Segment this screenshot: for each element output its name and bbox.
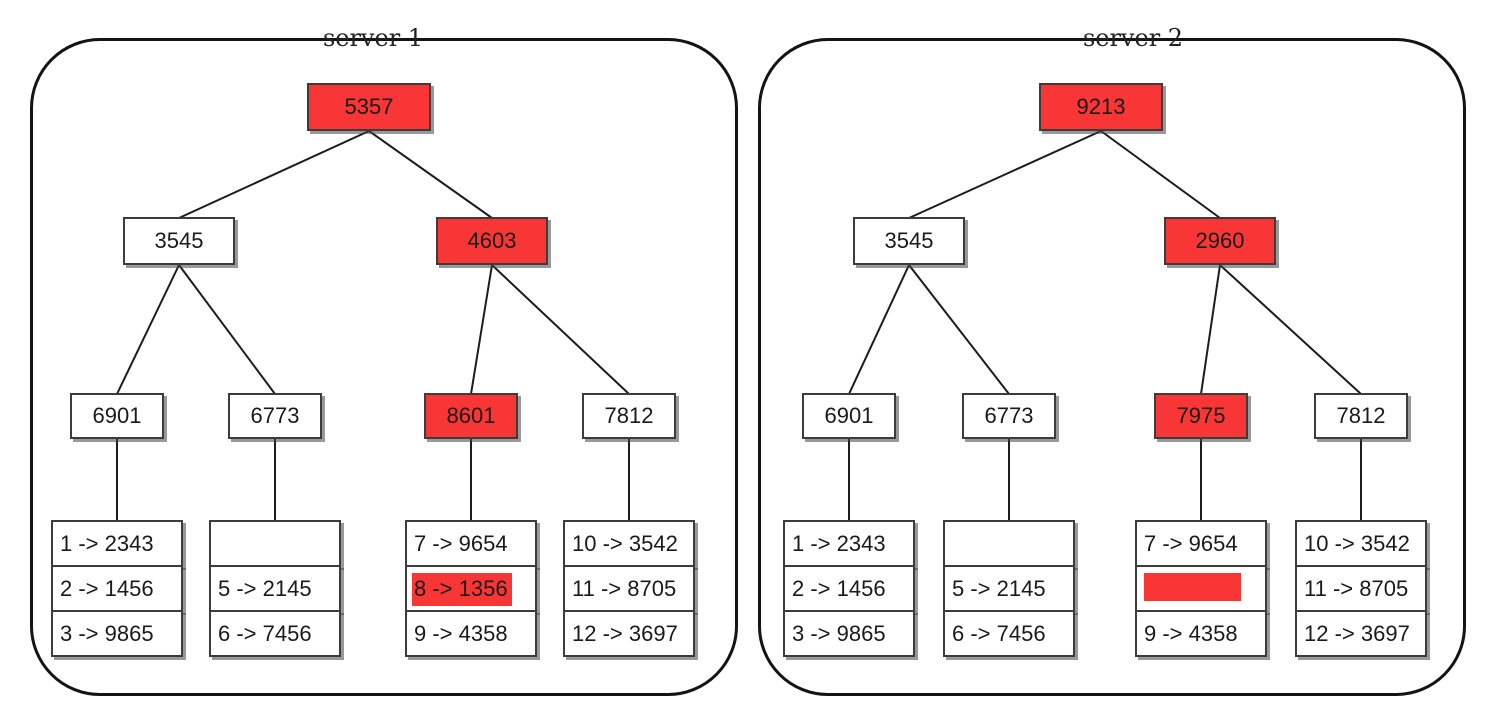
hash-table-4: 10 -> 3542 11 -> 8705 12 -> 3697	[563, 520, 695, 657]
table-cell: 12 -> 3697	[1304, 621, 1410, 647]
tree-node-l3-3: 8601	[424, 393, 518, 439]
table-cell: 6 -> 7456	[952, 621, 1046, 647]
table-row: 12 -> 3697	[563, 610, 695, 657]
table-row: 7 -> 9654	[405, 520, 537, 567]
table-cell: 6 -> 7456	[218, 621, 312, 647]
tree-node-l3-3: 7975	[1154, 393, 1248, 439]
table-cell: 11 -> 8705	[1304, 576, 1409, 602]
table-row: 2 -> 1456	[783, 565, 915, 612]
table-cell: 1 -> 2343	[60, 531, 154, 557]
tree-node-root: 9213	[1039, 83, 1163, 131]
hash-table-1: 1 -> 2343 2 -> 1456 3 -> 9865	[51, 520, 183, 657]
tree-node-l3-1: 6901	[802, 393, 896, 439]
tree-node-l2-right: 2960	[1164, 217, 1276, 265]
table-cell: 1 -> 2343	[792, 531, 886, 557]
missing-entry-bar	[1144, 573, 1241, 602]
hash-table-2: 5 -> 2145 6 -> 7456	[943, 520, 1075, 657]
table-cell: 2 -> 1456	[60, 576, 154, 602]
table-row: 1 -> 2343	[51, 520, 183, 567]
hash-table-4: 10 -> 3542 11 -> 8705 12 -> 3697	[1295, 520, 1427, 657]
table-cell: 3 -> 9865	[60, 621, 154, 647]
table-row: 5 -> 2145	[209, 565, 341, 612]
table-row: 6 -> 7456	[209, 610, 341, 657]
table-row	[943, 520, 1075, 567]
table-cell: 7 -> 9654	[1144, 531, 1238, 557]
table-row	[1135, 565, 1267, 612]
table-row	[209, 520, 341, 567]
table-row: 1 -> 2343	[783, 520, 915, 567]
table-cell: 9 -> 4358	[1144, 621, 1238, 647]
table-row: 3 -> 9865	[783, 610, 915, 657]
server-2-panel: server 2 9213 3545 2960 6901 6773 7975 7…	[758, 24, 1466, 696]
tree-node-l3-2: 6773	[228, 393, 322, 439]
hash-table-1: 1 -> 2343 2 -> 1456 3 -> 9865	[783, 520, 915, 657]
tree-node-l3-4: 7812	[582, 393, 676, 439]
table-row: 3 -> 9865	[51, 610, 183, 657]
table-cell: 11 -> 8705	[572, 576, 677, 602]
hash-table-3: 7 -> 9654 9 -> 4358	[1135, 520, 1267, 657]
table-row: 5 -> 2145	[943, 565, 1075, 612]
tree-node-l3-4: 7812	[1314, 393, 1408, 439]
table-row: 9 -> 4358	[1135, 610, 1267, 657]
tree-node-l2-left: 3545	[123, 217, 235, 265]
table-cell: 10 -> 3542	[572, 531, 678, 557]
table-cell: 2 -> 1456	[792, 576, 886, 602]
table-cell: 12 -> 3697	[572, 621, 678, 647]
table-cell: 9 -> 4358	[414, 621, 508, 647]
tree-node-l2-right: 4603	[436, 217, 548, 265]
table-cell: 7 -> 9654	[414, 531, 508, 557]
table-row: 12 -> 3697	[1295, 610, 1427, 657]
table-row: 11 -> 8705	[1295, 565, 1427, 612]
table-row: 8 -> 1356	[405, 565, 537, 612]
table-row: 10 -> 3542	[1295, 520, 1427, 567]
hash-table-3: 7 -> 9654 8 -> 1356 9 -> 4358	[405, 520, 537, 657]
tree-node-root: 5357	[307, 83, 431, 131]
table-cell: 3 -> 9865	[792, 621, 886, 647]
server-1-title: server 1	[322, 23, 424, 52]
server-2-title: server 2	[1082, 23, 1184, 52]
table-cell: 5 -> 2145	[218, 576, 312, 602]
table-row: 10 -> 3542	[563, 520, 695, 567]
tree-node-l3-1: 6901	[70, 393, 164, 439]
table-row: 2 -> 1456	[51, 565, 183, 612]
table-row: 9 -> 4358	[405, 610, 537, 657]
tree-node-l2-left: 3545	[853, 217, 965, 265]
hash-table-2: 5 -> 2145 6 -> 7456	[209, 520, 341, 657]
table-row: 7 -> 9654	[1135, 520, 1267, 567]
tree-node-l3-2: 6773	[962, 393, 1056, 439]
table-cell: 10 -> 3542	[1304, 531, 1410, 557]
server-1-panel: server 1 5357 3545 4603 6901 6773 8601 7…	[30, 24, 738, 696]
table-row: 11 -> 8705	[563, 565, 695, 612]
table-row: 6 -> 7456	[943, 610, 1075, 657]
mismatched-entry: 8 -> 1356	[412, 572, 512, 606]
table-cell: 5 -> 2145	[952, 576, 1046, 602]
